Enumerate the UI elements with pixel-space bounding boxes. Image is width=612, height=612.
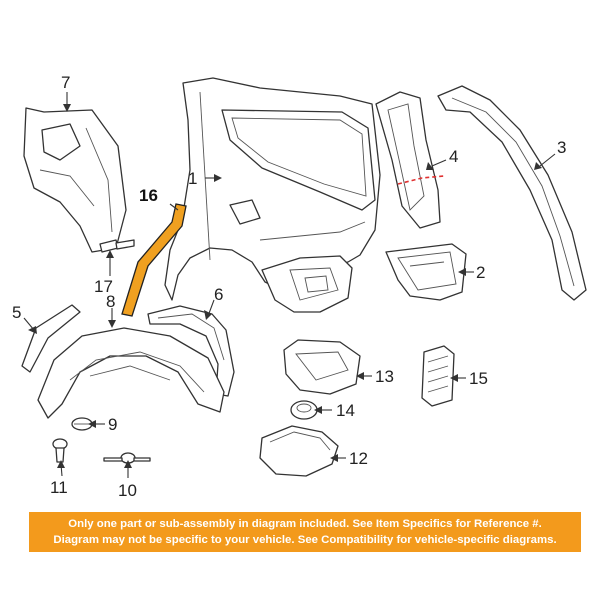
callout-5: 5	[12, 303, 21, 322]
part-14-grommet	[290, 400, 318, 420]
notice-line-2: Diagram may not be specific to your vehi…	[53, 534, 557, 546]
callout-14: 14	[336, 401, 355, 420]
callout-11: 11	[50, 478, 68, 497]
callout-2: 2	[476, 263, 485, 282]
leader-lines	[23, 92, 556, 478]
callout-7: 7	[61, 73, 70, 92]
part-7-inner-quarter	[23, 107, 127, 253]
part-3-pillar	[437, 85, 587, 301]
part-16-weatherstrip-highlighted	[121, 203, 187, 317]
part-1-quarter-panel	[164, 77, 381, 313]
callout-17: 17	[94, 277, 113, 296]
callout-6: 6	[214, 285, 223, 304]
part-10-push-pin	[103, 452, 151, 464]
part-4-d-pillar-bracket	[375, 91, 445, 229]
callout-15: 15	[469, 369, 488, 388]
callout-13: 13	[375, 367, 394, 386]
part-5-trim-strip	[21, 304, 81, 373]
notice-line-1: Only one part or sub-assembly in diagram…	[68, 518, 542, 530]
part-15-vent	[421, 345, 455, 407]
callout-10: 10	[118, 481, 137, 500]
part-8-fender-liner	[37, 327, 225, 419]
callout-1: 1	[188, 169, 197, 188]
callout-16: 16	[139, 186, 158, 205]
callout-12: 12	[349, 449, 368, 468]
callout-4: 4	[449, 147, 458, 166]
part-12-fuel-door	[259, 425, 339, 477]
part-13-fuel-housing	[283, 339, 361, 395]
part-17-bolt	[99, 239, 135, 253]
notice-banner: Only one part or sub-assembly in diagram…	[29, 512, 581, 552]
part-2-inner-bracket	[385, 243, 467, 301]
callout-9: 9	[108, 415, 117, 434]
cut-line	[397, 175, 445, 185]
callout-3: 3	[557, 138, 566, 157]
callout-8: 8	[106, 292, 115, 311]
part-11-retainer	[52, 438, 68, 463]
